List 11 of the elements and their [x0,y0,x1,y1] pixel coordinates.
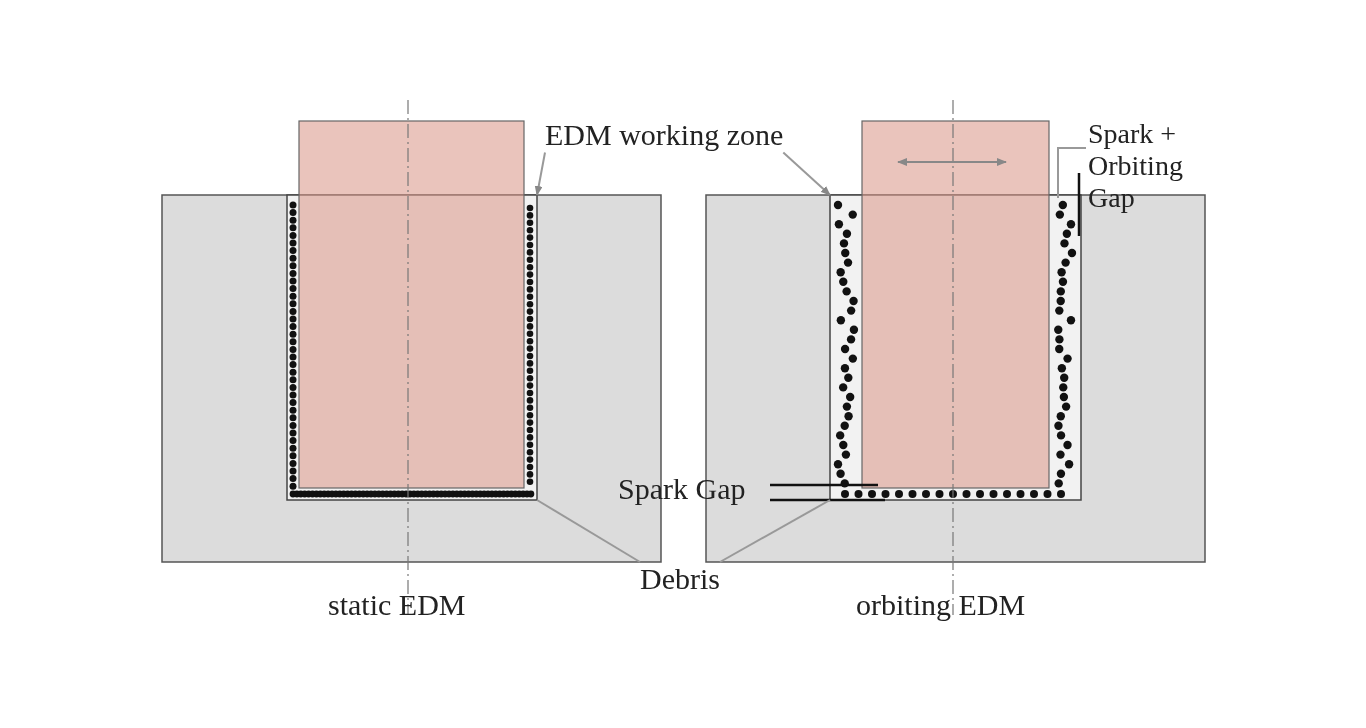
caption-label: orbiting EDM [856,588,1026,623]
leader-line [719,499,831,563]
callout-label: Spark + Orbiting Gap [1088,118,1210,215]
leader-line [1057,147,1087,199]
leader-line [782,151,831,196]
leader-line [534,151,546,196]
dimension-label: Spark Gap [618,472,746,507]
leader-line [536,499,641,563]
callout-label: Debris [640,562,720,597]
caption-label: static EDM [328,588,466,623]
callout-label: EDM working zone [545,118,784,153]
